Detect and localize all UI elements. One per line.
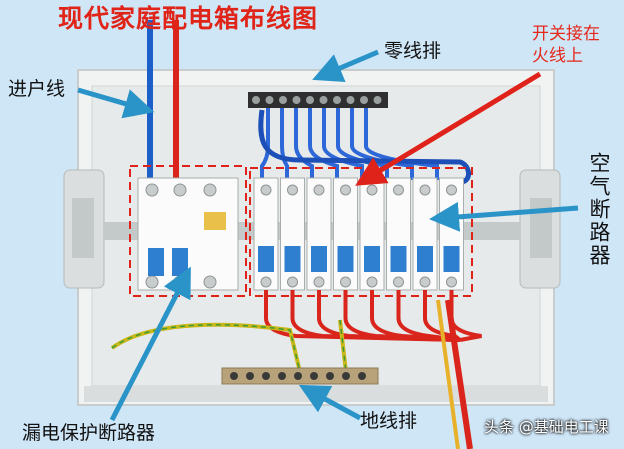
neutral-screw	[373, 96, 382, 104]
air-breaker-toggle	[311, 246, 327, 272]
live-wire	[370, 290, 461, 342]
air-breaker-screw-bottom	[313, 276, 325, 288]
ground-screw	[262, 372, 270, 380]
arrow-ground-bar	[298, 384, 362, 421]
neutral-wire	[308, 108, 339, 180]
live-wire	[290, 290, 461, 342]
neutral-screw	[252, 96, 260, 104]
neutral-bar-label: 零线排	[384, 40, 442, 62]
exit-cable-red	[445, 299, 473, 449]
air-breaker-toggle	[284, 246, 301, 272]
air-breaker-toggle	[258, 246, 274, 272]
neutral-screw	[306, 96, 314, 104]
right-bracket-slot	[530, 198, 552, 258]
air-breaker-screw-top	[287, 184, 298, 196]
air-breaker-screw-bottom	[419, 276, 431, 288]
air-breaker-screw-top	[366, 184, 378, 196]
air-breaker-toggle	[443, 246, 460, 272]
air-breaker-screw-top	[313, 184, 325, 196]
ground-screw	[294, 372, 302, 380]
ground-screw	[342, 372, 350, 380]
ground-wire-right	[338, 319, 348, 373]
neutral-screw	[279, 96, 287, 104]
air-breaker-screw-top	[393, 184, 404, 196]
arrow-rcd-breaker	[109, 266, 191, 422]
rcd-screw-top	[145, 183, 159, 197]
neutral-wire	[294, 108, 314, 180]
neutral-screw	[360, 96, 368, 104]
rcd-screw-bottom	[203, 275, 217, 289]
ground-screw	[278, 372, 286, 380]
air-breaker-toggle	[337, 246, 354, 272]
incoming-line-label: 进户线	[8, 78, 66, 100]
air-breaker-row	[253, 177, 464, 291]
ground-screw	[358, 372, 366, 380]
neutral-wire	[364, 108, 439, 180]
air-breaker-screw-bottom	[260, 276, 272, 288]
ground-screw	[326, 372, 334, 380]
arrow-neutral-bar	[312, 49, 379, 82]
rcd-breaker-label: 漏电保护断路器	[22, 422, 156, 444]
neutral-screw	[333, 96, 341, 104]
live-wire	[396, 290, 461, 342]
air-breaker-screw-top	[446, 184, 457, 196]
neutral-bar-screws	[252, 96, 382, 104]
switch-note-line1: 开关接在	[532, 24, 600, 44]
rcd-screw-top	[173, 183, 187, 197]
neutral-screw	[319, 96, 328, 104]
air-breaker-screw-bottom	[340, 276, 351, 288]
neutral-screw	[292, 96, 301, 104]
air-breaker-screw-bottom	[446, 276, 457, 288]
arrow-switch-live	[355, 71, 542, 186]
rcd-screw-top	[203, 183, 217, 197]
neutral-screw	[346, 96, 355, 104]
neutral-wire-bundle	[258, 109, 471, 185]
air-breaker-toggle	[417, 246, 433, 272]
air-breaker-screw-top	[260, 184, 272, 196]
ground-bar-label: 地线排	[360, 410, 418, 432]
live-wire	[317, 290, 461, 342]
live-wire	[343, 290, 461, 342]
ground-screw	[310, 372, 318, 380]
air-breaker-screw-top	[419, 184, 431, 196]
arrow-incoming-line	[77, 87, 155, 119]
air-breaker-toggle	[364, 246, 380, 272]
neutral-screw	[265, 96, 274, 104]
rcd-toggle-left	[148, 248, 164, 276]
air-breaker-screw-bottom	[366, 276, 378, 288]
air-breaker-label: 空气断路器	[587, 152, 611, 267]
ground-screw	[246, 372, 254, 380]
rcd-toggle-right	[172, 248, 188, 276]
rcd-test-button	[204, 212, 226, 230]
ground-bar-screws	[230, 372, 366, 380]
neutral-wires	[260, 108, 439, 180]
diagram-title: 现代家庭配电箱布线图	[58, 4, 319, 33]
ground-wire-left-stripe	[111, 324, 301, 373]
air-breaker-screw-bottom	[287, 276, 298, 288]
watermark: 头条 @基础电工课	[484, 418, 609, 436]
air-breaker-toggle	[390, 246, 407, 272]
air-breaker-screw-bottom	[393, 276, 404, 288]
neutral-wire	[350, 108, 414, 180]
switch-note-line2: 火线上	[532, 46, 583, 66]
arrow-air-breaker	[429, 201, 579, 232]
exit-cable-yellow	[436, 299, 460, 449]
air-breaker-screw-top	[340, 184, 351, 196]
left-bracket-slot	[72, 198, 94, 258]
rcd-screw-bottom	[145, 275, 159, 289]
ground-screw	[230, 372, 238, 380]
